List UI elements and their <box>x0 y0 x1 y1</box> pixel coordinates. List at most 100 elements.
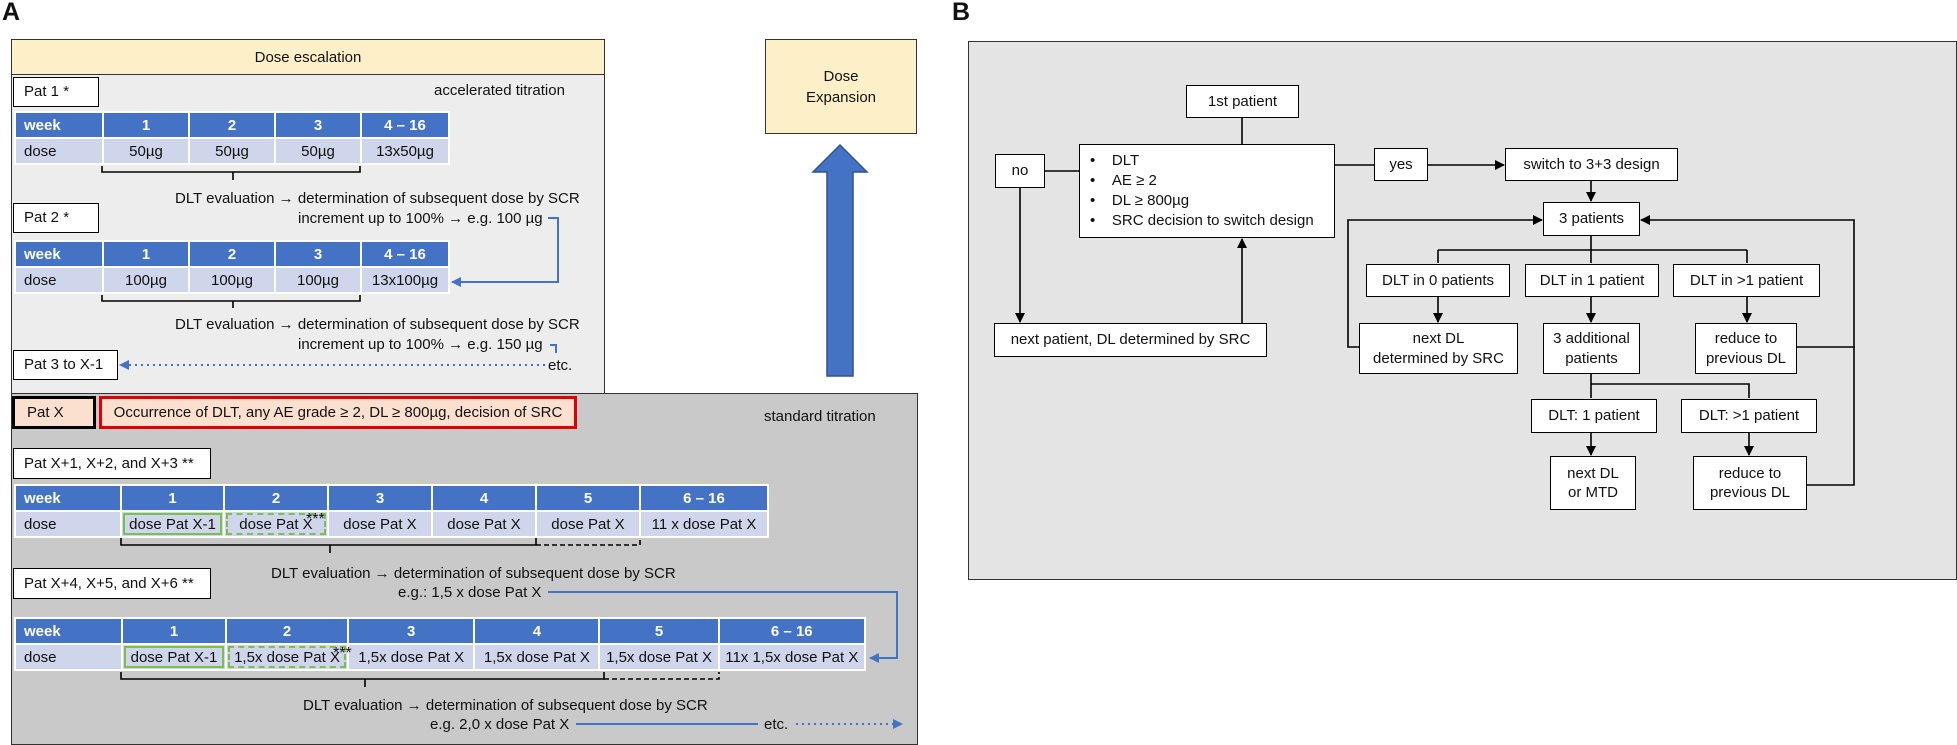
pat2-label: Pat 2 * <box>13 203 99 233</box>
next-dl-src-line2: determined by SRC <box>1373 349 1504 367</box>
week-cell: 4 <box>431 484 537 512</box>
dose-cell: dose Pat X-1 <box>120 510 225 538</box>
week-cell: 4 – 16 <box>360 240 450 268</box>
pat2-eval-line1: DLT evaluation → determination of subseq… <box>175 316 580 333</box>
pat2-table: week 1 2 3 4 – 16 dose 100µg 100µg 100µg… <box>14 240 450 294</box>
expansion-arrow <box>811 143 869 377</box>
dose-cell: 100µg <box>274 266 362 294</box>
patx4-eval-line2: e.g. 2,0 x dose Pat X <box>430 716 570 733</box>
dose-cell: 11 x dose Pat X <box>639 510 769 538</box>
dose-header: dose <box>14 266 104 294</box>
criteria-item: • SRC decision to switch design <box>1090 212 1314 229</box>
patx4-bracket-dashed <box>604 672 720 680</box>
patx1-table: week 1 2 3 4 5 6 – 16 dose dose Pat X-1 … <box>14 484 769 538</box>
patx4-etc: etc. <box>764 716 789 733</box>
pat1-label: Pat 1 * <box>13 77 99 107</box>
patx4-table: week 1 2 3 4 5 6 – 16 dose dose Pat X-1 … <box>14 617 867 671</box>
dose-cell: 100µg <box>188 266 276 294</box>
patx1-eval-line2: e.g.: 1,5 x dose Pat X <box>398 584 542 601</box>
reduce2-loop-line <box>1807 347 1855 486</box>
week-cell: 2 <box>223 484 329 512</box>
dose-row: dose dose Pat X-1 1,5x dose Pat X 1,5x d… <box>14 643 867 671</box>
yes-box: yes <box>1374 148 1428 181</box>
pat1-to-pat2-arrow <box>451 217 559 287</box>
additional-branch-lines <box>1590 374 1750 398</box>
week-cell: 3 <box>274 111 362 139</box>
first-patient-box: 1st patient <box>1186 85 1299 118</box>
dose-cell: 1,5x dose Pat X <box>473 643 601 671</box>
dose-cell: dose Pat X <box>327 510 433 538</box>
dose-cell: 100µg <box>102 266 190 294</box>
three-patients-box: 3 patients <box>1543 202 1640 236</box>
next-dl-src-line1: next DL <box>1412 330 1465 347</box>
week-header: week <box>14 617 123 645</box>
pat2-bracket <box>101 295 361 308</box>
next-loop-arrow <box>1347 215 1543 348</box>
dlt-gt1-box: DLT in >1 patient <box>1673 264 1820 297</box>
panel-a-letter: A <box>2 0 21 26</box>
week-row: week 1 2 3 4 – 16 <box>14 111 450 139</box>
pat3-label: Pat 3 to X-1 <box>13 350 118 380</box>
week-cell: 4 – 16 <box>360 111 450 139</box>
dlt-occurrence-box: Occurrence of DLT, any AE grade ≥ 2, DL … <box>99 396 577 429</box>
no-box: no <box>995 154 1045 188</box>
week-cell: 5 <box>535 484 641 512</box>
week-cell: 2 <box>224 617 350 645</box>
dose-cell: dose Pat X-1 <box>121 643 227 671</box>
criteria-item: • DLT <box>1090 152 1140 169</box>
week-cell: 1 <box>102 111 190 139</box>
week-cell: 2 <box>188 240 276 268</box>
week-row: week 1 2 3 4 5 6 – 16 <box>14 484 769 512</box>
pat1-eval-line2: increment up to 100% → e.g. 100 µg <box>298 210 543 227</box>
patx4-stars: *** <box>333 645 352 662</box>
pat1-bracket <box>101 166 361 180</box>
dose-cell: dose Pat X <box>431 510 537 538</box>
dose-cell: 11x 1,5x dose Pat X <box>717 643 867 671</box>
dose-cell: 50µg <box>102 137 190 165</box>
dose-cell: 1,5x dose Pat X <box>347 643 476 671</box>
patx1-stars: *** <box>306 511 325 528</box>
dose-header: dose <box>14 137 104 165</box>
next-dl-mtd-line2: or MTD <box>1568 484 1618 501</box>
dose-row: dose dose Pat X-1 dose Pat X dose Pat X … <box>14 510 769 538</box>
criteria-item: • DL ≥ 800µg <box>1090 192 1190 209</box>
dose-escalation-title: Dose escalation <box>254 48 362 66</box>
accelerated-label: accelerated titration <box>434 82 565 99</box>
next-patient-box: next patient, DL determined by SRC <box>994 323 1267 357</box>
patx4-bracket <box>120 672 605 687</box>
pat2-eval-line2: increment up to 100% → e.g. 150 µg <box>298 336 543 353</box>
dose-cell: dose Pat X <box>535 510 641 538</box>
patx-label: Pat X <box>12 396 96 429</box>
week-row: week 1 2 3 4 5 6 – 16 <box>14 617 867 645</box>
criteria-item: • AE ≥ 2 <box>1090 172 1157 189</box>
week-cell: 6 – 16 <box>639 484 769 512</box>
next-dl-mtd-line1: next DL <box>1567 464 1619 482</box>
dose-cell: 1,5x dose Pat X <box>598 643 720 671</box>
pat1-table: week 1 2 3 4 – 16 dose 50µg 50µg 50µg 13… <box>14 111 450 165</box>
dose-row: dose 50µg 50µg 50µg 13x50µg <box>14 137 450 165</box>
three-additional-box: 3 additional patients <box>1543 323 1640 374</box>
week-header: week <box>14 240 104 268</box>
dose-cell: 1,5x dose Pat X <box>224 643 350 671</box>
dose-escalation-header: Dose escalation <box>11 39 605 75</box>
patx1-bracket-dashed <box>536 538 641 546</box>
patx1-label: Pat X+1, X+2, and X+3 ** <box>13 448 211 479</box>
dose-header: dose <box>14 643 123 671</box>
week-cell: 1 <box>102 240 190 268</box>
dose-cell: 13x50µg <box>360 137 450 165</box>
panel-b-letter: B <box>952 0 971 26</box>
week-cell: 1 <box>121 617 227 645</box>
pat3-etc: etc. <box>548 357 573 374</box>
week-cell: 5 <box>598 617 720 645</box>
pat1-eval-line1: DLT evaluation → determination of subseq… <box>175 190 580 207</box>
patx1-to-patx4-arrow <box>548 591 898 663</box>
pat2-to-pat3-arrow <box>550 344 557 353</box>
dlt-1-box: DLT in 1 patient <box>1525 264 1659 297</box>
dose-expansion-line1: Dose <box>823 67 859 85</box>
three-additional-line1: 3 additional <box>1553 330 1630 347</box>
week-cell: 4 <box>473 617 601 645</box>
week-cell: 6 – 16 <box>717 617 867 645</box>
reduce-box-1: reduce to previous DL <box>1695 323 1797 374</box>
reduce2-line2: previous DL <box>1709 484 1791 501</box>
